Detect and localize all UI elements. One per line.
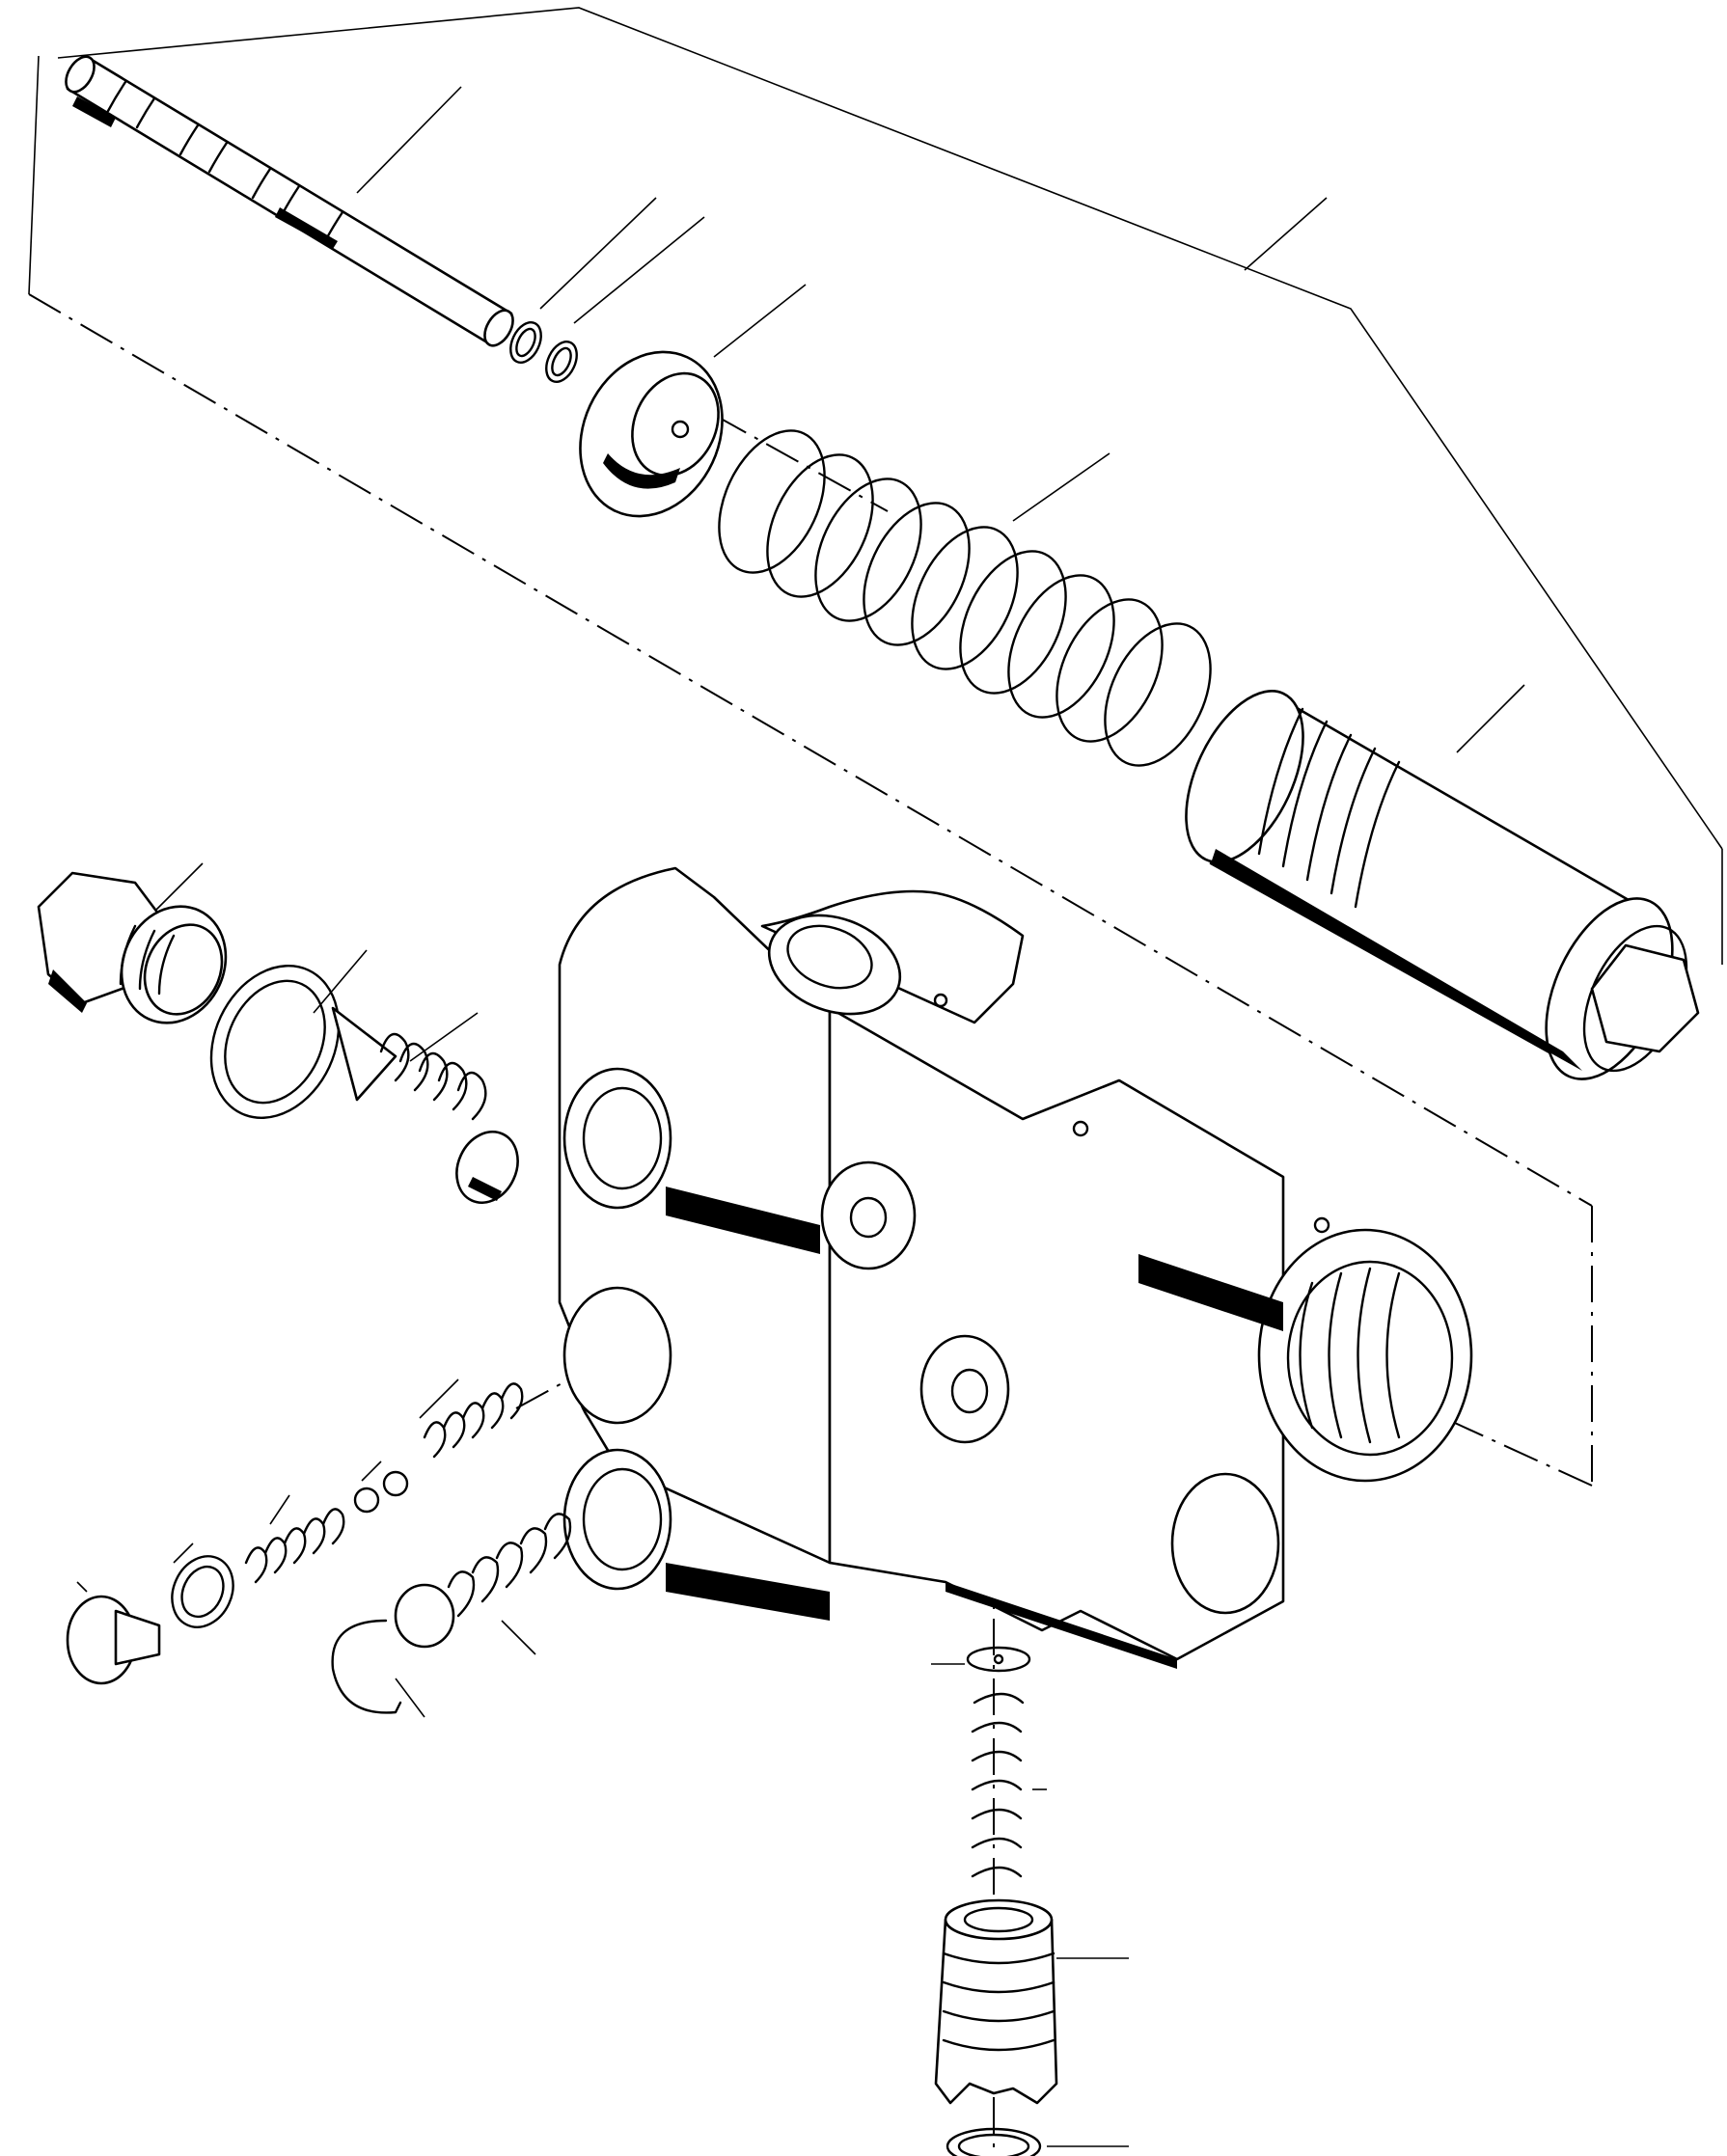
small-washer [171,1555,234,1628]
spring-seat [579,350,724,518]
bottom-snap-ring [946,2127,1042,2156]
small-plug [66,1595,161,1685]
relief-plug [37,871,228,1024]
spool [65,55,514,347]
leader-lines [76,86,1525,2147]
bottom-spring [971,1692,1025,1878]
spring-housing-cap [1185,690,1700,1080]
check-balls [353,1470,409,1514]
check-spring-small [244,1508,345,1584]
poppet-spring-assembly [394,1513,572,1649]
plug-washer [209,964,341,1120]
snap-ring-left [331,1619,402,1714]
main-spring [718,429,1212,767]
retaining-ring-small [545,341,578,383]
valve-body [558,866,1473,1669]
o-ring-small [509,321,542,364]
check-spring [423,1382,524,1459]
relief-poppet [331,1006,519,1204]
bottom-disc [966,1646,1031,1673]
bottom-piston [934,1898,1058,2105]
